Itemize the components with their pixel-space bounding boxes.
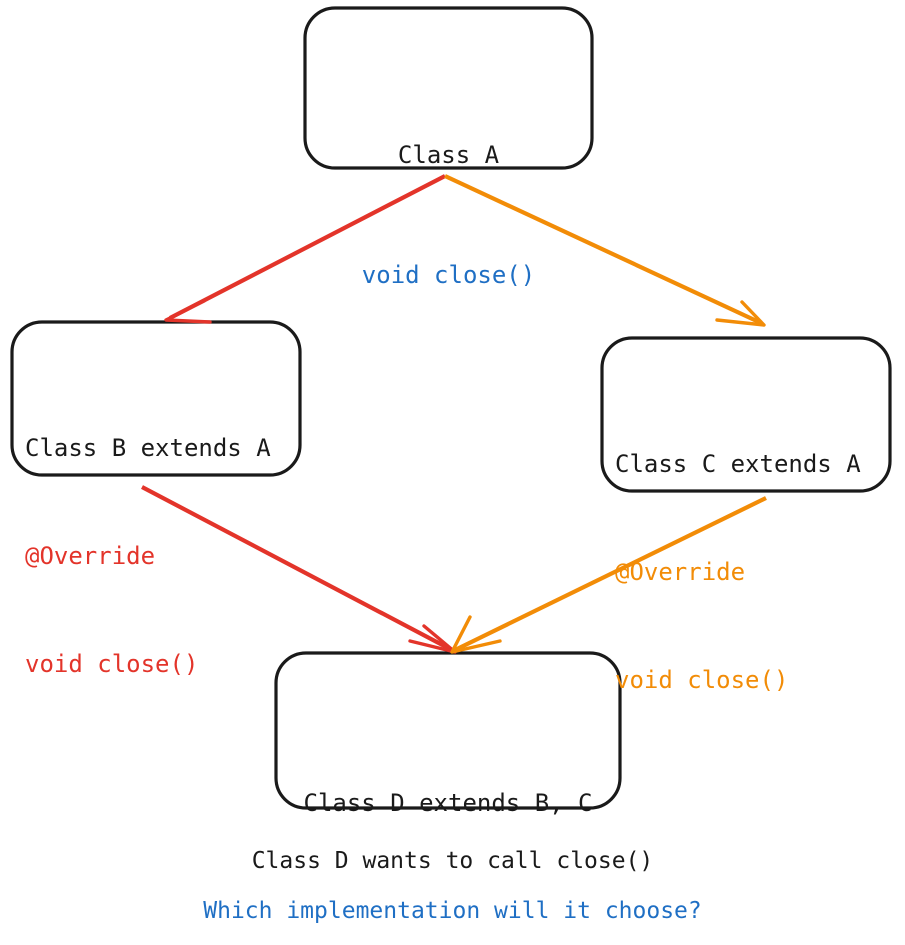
class-a-label: Class A void close() <box>305 65 592 365</box>
class-c-line-2: @Override <box>615 558 746 586</box>
edge-c-to-d <box>450 496 767 654</box>
caption-line-1: Class D wants to call close() <box>251 848 654 874</box>
class-c-line-3: void close() <box>615 666 789 694</box>
class-b-line-3: void close() <box>25 650 199 678</box>
class-d-box-outline <box>274 651 622 810</box>
class-a-line-2: void close() <box>361 261 536 289</box>
class-b-line-1: Class B extends A <box>25 434 271 462</box>
edge-a-to-c <box>444 174 766 327</box>
class-a-line-1: Class A <box>397 141 500 169</box>
class-c-line-1: Class C extends A <box>615 450 861 478</box>
class-c-box-outline <box>600 336 892 493</box>
class-d-label: Class D extends B, C <box>276 713 620 893</box>
class-d-line-1: Class D extends B, C <box>303 789 593 817</box>
class-b-line-2: @Override <box>25 542 156 570</box>
class-b-box-outline <box>10 320 302 477</box>
caption-line-2: Which implementation will it choose? <box>203 898 702 924</box>
class-b-label: Class B extends A @Override void close() <box>25 358 325 754</box>
class-c-label: Class C extends A @Override void close() <box>615 374 905 770</box>
edge-a-to-b <box>164 174 446 324</box>
class-a-box-outline <box>303 6 594 170</box>
